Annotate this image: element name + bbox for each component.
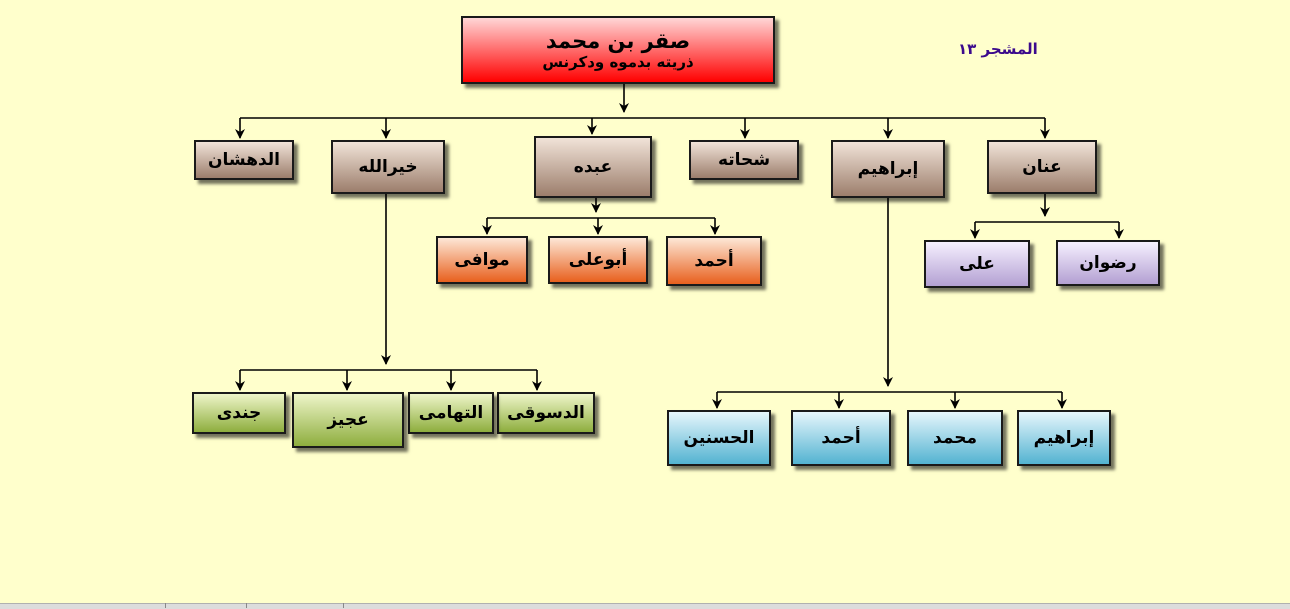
sheet-tab[interactable] [166, 603, 247, 608]
node-desouky: الدسوقى [497, 392, 595, 434]
node-khairallah: خيرالله [331, 140, 445, 194]
node-radwan: رضوان [1056, 240, 1160, 286]
root-node: صقر بن محمد ذريته بدموه ودكرنس [461, 16, 775, 84]
node-gendy: جندى [192, 392, 286, 434]
sheet-tab[interactable] [247, 603, 344, 608]
node-ahmed-abdo: أحمد [666, 236, 762, 286]
node-ali: على [924, 240, 1030, 288]
node-hassanein: الحسنين [667, 410, 771, 466]
node-ibrahim-child: إبراهيم [1017, 410, 1111, 466]
node-abuali: أبوعلى [548, 236, 648, 284]
node-anan: عنان [987, 140, 1097, 194]
node-shehata: شحاته [689, 140, 799, 180]
node-ahmed-ibrahim: أحمد [791, 410, 891, 466]
node-ibrahim: إبراهيم [831, 140, 945, 198]
sheet-tab-strip [0, 603, 1290, 609]
sheet-tab[interactable] [0, 603, 166, 608]
node-mowafi: موافى [436, 236, 528, 284]
node-ajeez: عجيز [292, 392, 404, 448]
root-name: صقر بن محمد [545, 29, 691, 53]
node-mohamed: محمد [907, 410, 1003, 466]
node-abdo: عبده [534, 136, 652, 198]
root-subtitle: ذريته بدموه ودكرنس [542, 53, 694, 71]
node-tohamy: التهامى [408, 392, 494, 434]
node-dahshan: الدهشان [194, 140, 294, 180]
diagram-label: المشجر ١٣ [958, 40, 1038, 58]
